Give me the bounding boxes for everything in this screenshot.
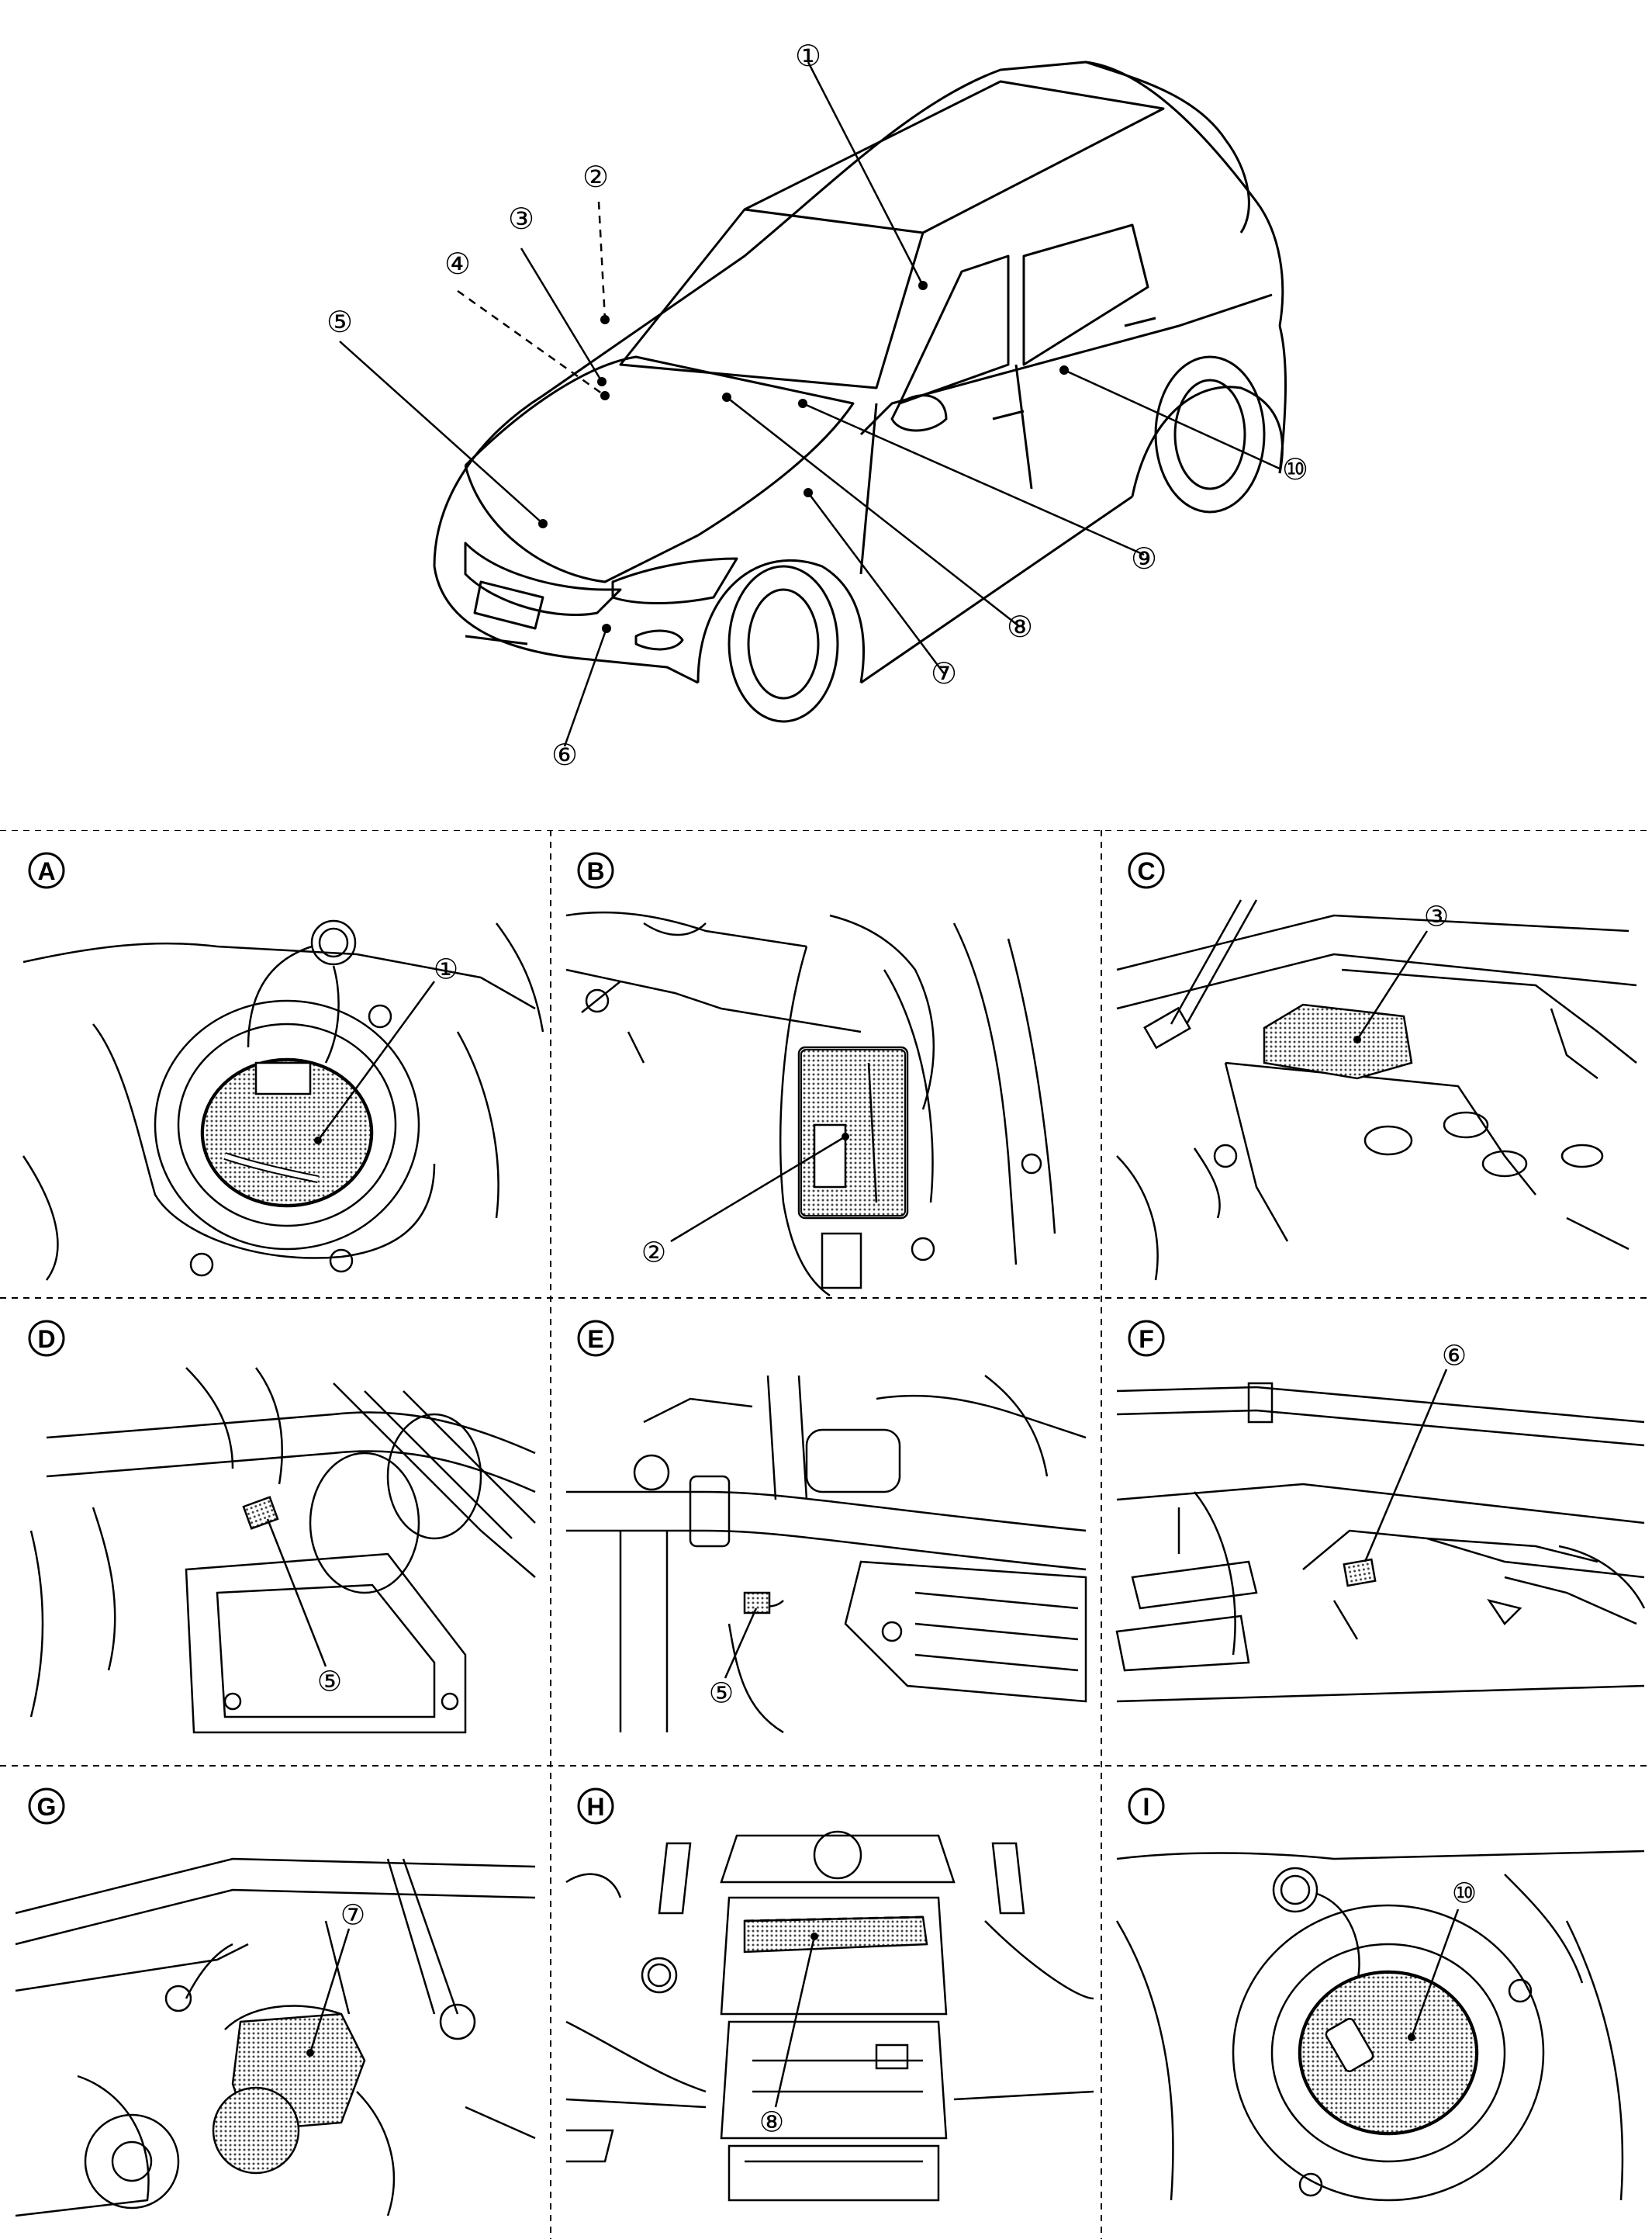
point-6 — [602, 624, 611, 633]
panel-i-callout: ⑩ — [1452, 1878, 1477, 1910]
svg-text:G: G — [37, 1793, 57, 1821]
callout-2: ② — [582, 160, 609, 194]
svg-text:C: C — [1137, 857, 1155, 885]
point-10 — [1059, 365, 1069, 375]
panel-i: I ⑩ — [1115, 1787, 1645, 2202]
panel-e-callout: ⑤ — [709, 1678, 734, 1710]
panel-f-callout: ⑥ — [1442, 1341, 1467, 1372]
panel-h: H ⑧ — [565, 1787, 1094, 2202]
panel-dividers — [0, 830, 1652, 2239]
vehicle-outline — [433, 61, 1287, 723]
point-3 — [597, 377, 607, 386]
panel-f: F ⑥ — [1115, 1320, 1646, 1703]
callout-6: ⑥ — [551, 738, 578, 772]
callout-3: ③ — [508, 202, 534, 236]
panel-c: C ③ — [1116, 852, 1637, 1281]
point-4 — [600, 391, 610, 400]
panel-h-label: H — [577, 1787, 614, 1825]
panel-f-label: F — [1128, 1320, 1165, 1357]
fuel-pump-drawing — [22, 919, 544, 1281]
panel-a-callout: ① — [434, 954, 458, 986]
panel-d: D ⑤ — [28, 1320, 536, 1734]
panel-h-callout: ⑧ — [759, 2107, 784, 2139]
svg-text:D: D — [37, 1325, 55, 1353]
point-2 — [600, 315, 610, 324]
svg-text:A: A — [37, 857, 55, 885]
panel-b-label: B — [577, 852, 614, 889]
callout-1: ① — [795, 39, 821, 73]
point-7 — [804, 488, 813, 497]
svg-text:F: F — [1139, 1325, 1154, 1353]
panel-d-label: D — [28, 1320, 65, 1357]
point-1 — [918, 281, 928, 290]
callout-5: ⑤ — [327, 305, 353, 339]
overview-leaders — [339, 61, 1282, 747]
panel-a: A ① — [22, 852, 544, 1281]
panel-b-callout: ② — [641, 1237, 666, 1269]
panel-c-callout: ③ — [1424, 901, 1449, 933]
svg-text:E: E — [587, 1325, 603, 1353]
callout-7: ⑦ — [931, 656, 957, 690]
callout-10: ⑩ — [1282, 452, 1308, 486]
overview-points — [538, 281, 1069, 633]
svg-text:H: H — [586, 1793, 604, 1821]
point-9 — [798, 399, 807, 408]
detail-panels-grid: A ① — [0, 830, 1652, 2239]
vehicle-overview: ① ② ③ ④ ⑤ ⑥ ⑦ ⑧ ⑨ ⑩ — [327, 39, 1308, 772]
callout-4: ④ — [444, 247, 471, 281]
panel-a-label: A — [28, 852, 65, 889]
svg-text:B: B — [586, 857, 604, 885]
panel-c-label: C — [1128, 852, 1165, 889]
panel-g: G ⑦ — [15, 1787, 536, 2217]
panel-d-callout: ⑤ — [317, 1666, 342, 1698]
point-8 — [722, 393, 731, 402]
panel-e-label: E — [577, 1320, 614, 1357]
panel-i-label: I — [1128, 1787, 1165, 1825]
callout-9: ⑨ — [1131, 542, 1157, 576]
panel-g-callout: ⑦ — [340, 1900, 365, 1932]
panel-g-label: G — [28, 1787, 65, 1825]
callout-8: ⑧ — [1007, 610, 1033, 644]
point-5 — [538, 519, 548, 528]
svg-text:I: I — [1143, 1793, 1150, 1821]
panel-b: B ② — [565, 852, 1056, 1297]
panel-e: E ⑤ — [566, 1320, 1087, 1734]
